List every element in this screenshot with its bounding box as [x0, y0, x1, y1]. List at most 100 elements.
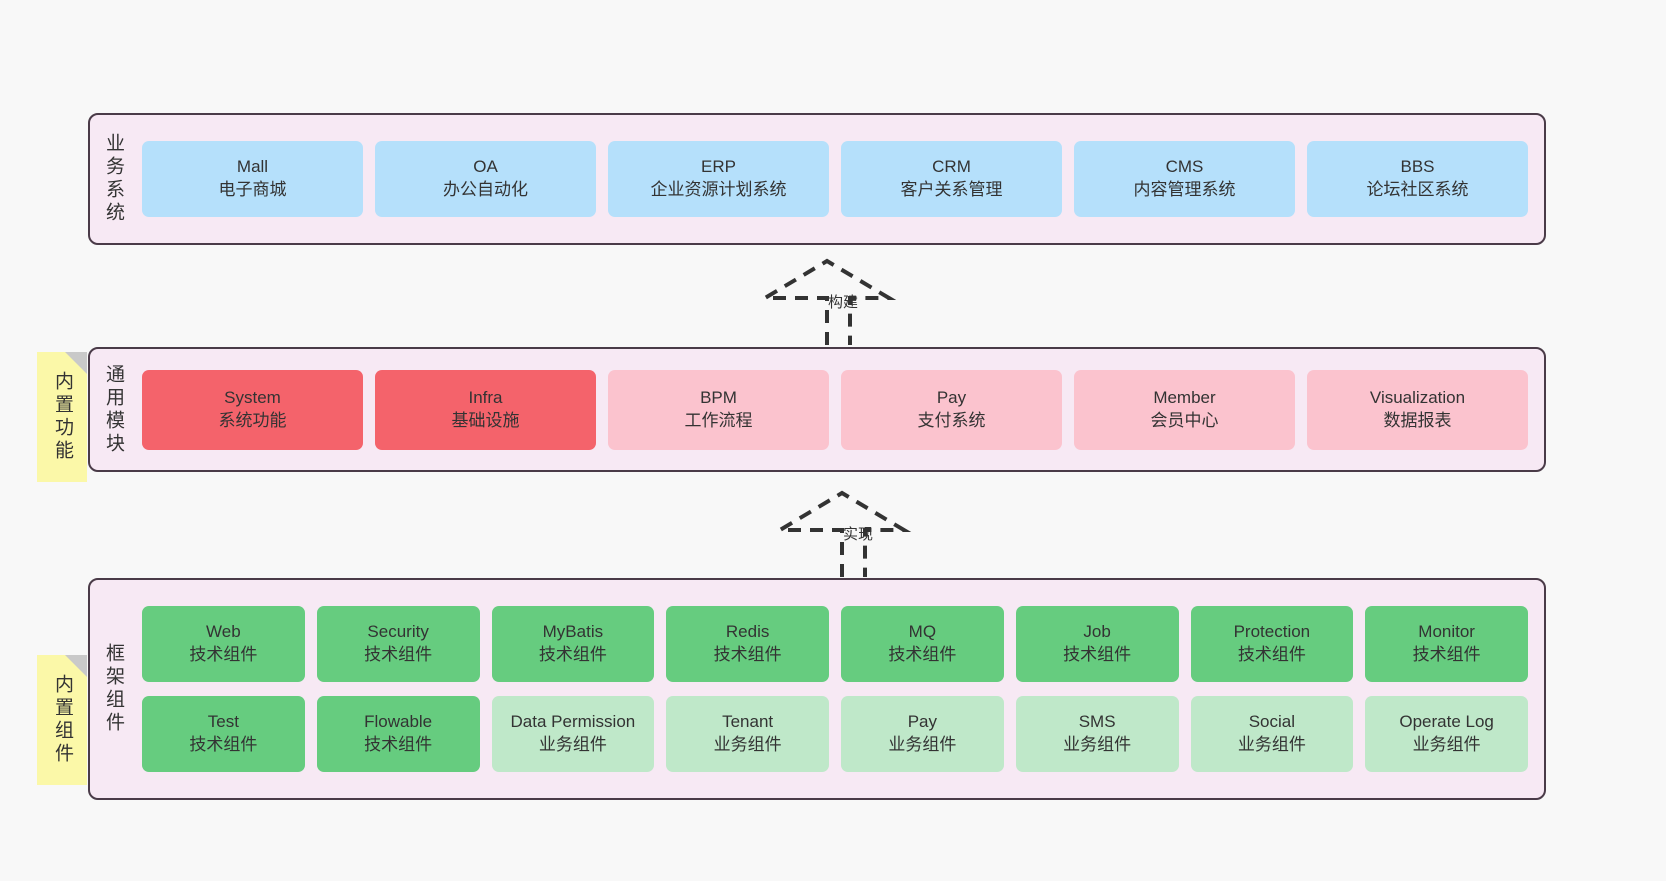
note-builtin-function: 内置功能	[37, 352, 87, 482]
card-subtitle: 技术组件	[713, 645, 782, 664]
note-text: 内置功能	[51, 371, 73, 463]
card-web[interactable]: Web 技术组件	[142, 606, 305, 682]
layer-common-module: 通用模块 System 系统功能 Infra 基础设施 BPM 工作流程 Pay…	[88, 347, 1546, 472]
card-title: Job	[1083, 622, 1111, 642]
card-bpm[interactable]: BPM 工作流程	[608, 369, 829, 450]
card-subtitle: 技术组件	[1412, 645, 1481, 664]
card-monitor[interactable]: Monitor 技术组件	[1365, 606, 1528, 682]
card-subtitle: 企业资源计划系统	[650, 180, 787, 199]
card-title: OA	[473, 157, 498, 177]
layer-title-framework-component: 框架组件	[90, 580, 130, 798]
card-social[interactable]: Social 业务组件	[1190, 696, 1354, 772]
card-subtitle: 业务组件	[1063, 735, 1132, 754]
layer-title-text: 通用模块	[102, 363, 124, 456]
card-subtitle: 技术组件	[1237, 645, 1306, 664]
card-title: MyBatis	[542, 622, 604, 642]
card-redis[interactable]: Redis 技术组件	[666, 606, 829, 682]
card-title: Data Permission	[510, 712, 636, 732]
card-tenant[interactable]: Tenant 业务组件	[666, 696, 829, 772]
card-subtitle: 数据报表	[1383, 410, 1452, 430]
implement-arrow-label: 实现	[843, 526, 874, 543]
card-subtitle: 办公自动化	[443, 180, 528, 199]
card-title: Protection	[1233, 622, 1311, 642]
card-subtitle: 客户关系管理	[900, 180, 1003, 199]
card-visualization[interactable]: Visualization 数据报表	[1307, 369, 1528, 450]
framework-card-row-1: Web 技术组件 Security 技术组件 MyBatis 技术组件 Redi…	[142, 606, 1528, 682]
card-protection[interactable]: Protection 技术组件	[1190, 606, 1354, 682]
card-subtitle: 内容管理系统	[1133, 180, 1236, 199]
card-subtitle: 会员中心	[1150, 410, 1219, 430]
card-title: Web	[206, 622, 241, 642]
card-subtitle: 业务组件	[1412, 735, 1481, 754]
card-oa[interactable]: OA 办公自动化	[375, 141, 596, 217]
card-erp[interactable]: ERP 企业资源计划系统	[608, 141, 829, 217]
build-arrow: 构建	[755, 255, 910, 350]
card-title: BPM	[700, 387, 737, 407]
card-title: Infra	[468, 387, 503, 407]
layer-framework-component: 框架组件 Web 技术组件 Security 技术组件 MyBatis 技术组件…	[88, 578, 1546, 800]
card-system[interactable]: System 系统功能	[142, 369, 363, 450]
card-title: Security	[367, 622, 429, 642]
implement-arrow: 实现	[770, 487, 925, 582]
card-subtitle: 技术组件	[364, 735, 433, 754]
card-security[interactable]: Security 技术组件	[316, 606, 480, 682]
card-title: ERP	[701, 157, 736, 177]
card-title: SMS	[1078, 712, 1116, 732]
card-subtitle: 支付系统	[917, 410, 986, 430]
business-card-list: Mall 电子商城 OA 办公自动化 ERP 企业资源计划系统 CRM 客户关系…	[130, 115, 1544, 243]
card-operate-log[interactable]: Operate Log 业务组件	[1365, 696, 1528, 772]
card-title: MQ	[908, 622, 937, 642]
card-title: Social	[1248, 712, 1296, 732]
card-flowable[interactable]: Flowable 技术组件	[316, 696, 480, 772]
card-member[interactable]: Member 会员中心	[1074, 369, 1295, 450]
card-title: Redis	[725, 622, 770, 642]
card-title: Pay	[936, 387, 967, 407]
card-subtitle: 工作流程	[684, 410, 753, 430]
card-subtitle: 系统功能	[218, 410, 287, 430]
card-subtitle: 技术组件	[888, 645, 957, 664]
card-subtitle: 技术组件	[189, 645, 258, 664]
card-title: Monitor	[1418, 622, 1475, 642]
card-title: BBS	[1400, 157, 1435, 177]
layer-title-common-module: 通用模块	[90, 349, 130, 470]
card-subtitle: 技术组件	[538, 645, 607, 664]
card-title: Visualization	[1369, 387, 1466, 407]
layer-business-system: 业务系统 Mall 电子商城 OA 办公自动化 ERP 企业资源计划系统 CRM…	[88, 113, 1546, 245]
card-bbs[interactable]: BBS 论坛社区系统	[1307, 141, 1528, 217]
framework-card-grid: Web 技术组件 Security 技术组件 MyBatis 技术组件 Redi…	[130, 580, 1544, 798]
build-arrow-shape	[757, 258, 897, 345]
card-subtitle: 业务组件	[1237, 735, 1306, 754]
card-mall[interactable]: Mall 电子商城	[142, 141, 363, 217]
card-title: Operate Log	[1399, 712, 1494, 732]
card-subtitle: 业务组件	[538, 735, 607, 754]
card-title: Tenant	[722, 712, 774, 732]
card-sms[interactable]: SMS 业务组件	[1015, 696, 1179, 772]
card-cms[interactable]: CMS 内容管理系统	[1074, 141, 1295, 217]
card-pay[interactable]: Pay 支付系统	[841, 369, 1062, 450]
note-text: 内置组件	[51, 674, 73, 766]
framework-card-row-2: Test 技术组件 Flowable 技术组件 Data Permission …	[142, 696, 1528, 772]
card-subtitle: 论坛社区系统	[1366, 180, 1469, 199]
layer-title-business-system: 业务系统	[90, 115, 130, 243]
card-subtitle: 基础设施	[451, 410, 520, 430]
card-title: Member	[1153, 387, 1216, 407]
card-mybatis[interactable]: MyBatis 技术组件	[491, 606, 655, 682]
card-title: CMS	[1165, 157, 1204, 177]
card-test[interactable]: Test 技术组件	[142, 696, 305, 772]
common-module-card-list: System 系统功能 Infra 基础设施 BPM 工作流程 Pay 支付系统…	[130, 349, 1544, 470]
card-crm[interactable]: CRM 客户关系管理	[841, 141, 1062, 217]
card-title: Test	[207, 712, 239, 732]
card-title: Pay	[907, 712, 938, 732]
note-builtin-component: 内置组件	[37, 655, 87, 785]
card-data-permission[interactable]: Data Permission 业务组件	[491, 696, 655, 772]
card-subtitle: 电子商城	[218, 180, 287, 199]
card-subtitle: 技术组件	[1063, 645, 1132, 664]
card-mq[interactable]: MQ 技术组件	[841, 606, 1004, 682]
card-job[interactable]: Job 技术组件	[1015, 606, 1179, 682]
card-infra[interactable]: Infra 基础设施	[375, 369, 596, 450]
card-title: Mall	[236, 157, 269, 177]
layer-title-text: 业务系统	[102, 133, 124, 225]
card-subtitle: 技术组件	[189, 735, 258, 754]
card-pay-component[interactable]: Pay 业务组件	[841, 696, 1004, 772]
card-subtitle: 技术组件	[364, 645, 433, 664]
